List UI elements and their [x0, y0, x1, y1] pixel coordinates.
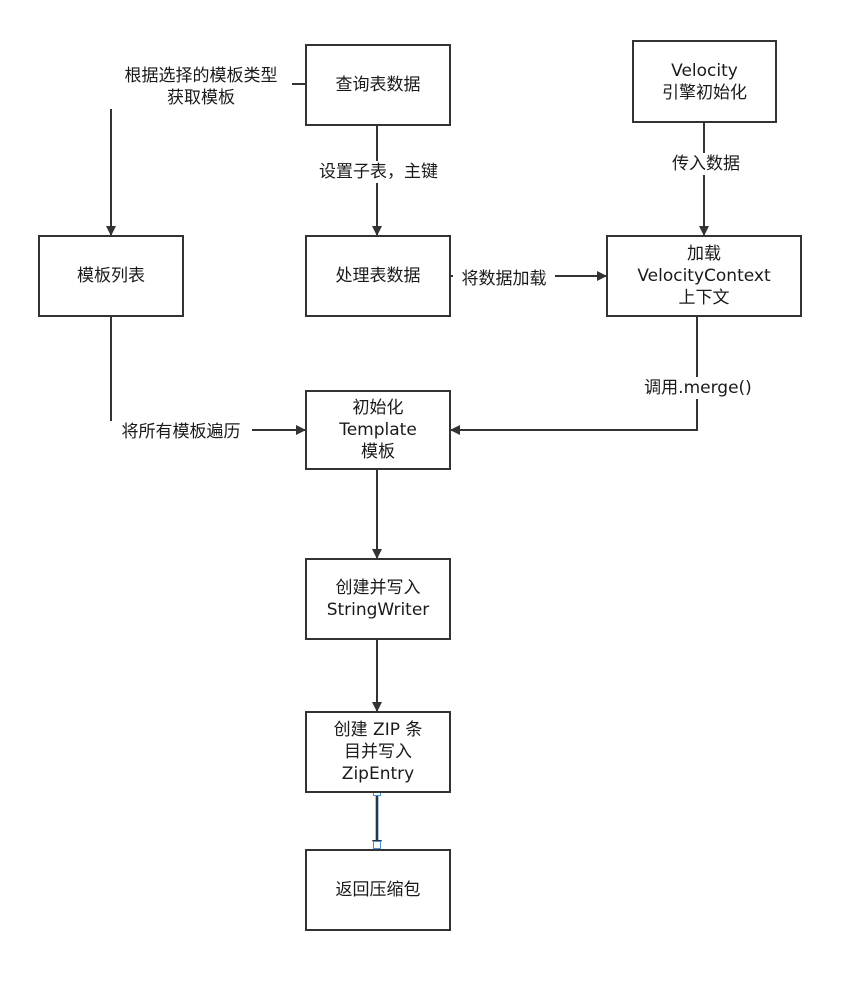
- edge-label-load-data: 将数据加载: [453, 268, 555, 290]
- node-process-table[interactable]: 处理表数据: [305, 235, 451, 317]
- edge-label-call-merge-text: 调用.merge(): [644, 378, 752, 398]
- edge-label-set-child-text: 设置子表，主键: [319, 162, 438, 182]
- edge-label-iterate-all-text: 将所有模板遍历: [121, 422, 241, 442]
- node-create-zip-label-2: 目并写入: [344, 742, 412, 762]
- edge-label-get-template-1: 根据选择的模板类型: [124, 66, 278, 86]
- node-template-list-label: 模板列表: [77, 266, 145, 286]
- node-load-context-label-2: VelocityContext: [637, 266, 771, 286]
- edge-label-get-template-2: 获取模板: [167, 88, 235, 108]
- node-velocity-init-label-2: 引擎初始化: [662, 82, 747, 103]
- node-return-zip-label: 返回压缩包: [335, 880, 421, 900]
- node-load-context-label-1: 加载: [687, 244, 721, 264]
- edge-label-get-template: 根据选择的模板类型 获取模板: [110, 65, 292, 109]
- edge-label-pass-data-text: 传入数据: [672, 154, 740, 174]
- node-init-template-label-2: Template: [339, 420, 417, 440]
- node-create-writer[interactable]: 创建并写入 StringWriter: [305, 558, 451, 640]
- node-create-writer-label-2: StringWriter: [326, 600, 430, 620]
- node-init-template[interactable]: 初始化 Template 模板: [305, 390, 451, 470]
- node-init-template-label-1: 初始化: [352, 398, 404, 418]
- edge-label-load-data-text: 将数据加载: [461, 269, 547, 289]
- node-load-context-label-3: 上下文: [678, 288, 730, 308]
- edge-call-merge[interactable]: [450, 317, 698, 435]
- edge-label-pass-data: 传入数据: [665, 153, 747, 175]
- node-create-zip-label-3: ZipEntry: [341, 764, 415, 784]
- node-create-zip-label-1: 创建 ZIP 条: [333, 720, 423, 740]
- node-init-template-label-3: 模板: [361, 442, 395, 462]
- node-velocity-init-label-1: Velocity: [671, 60, 738, 81]
- node-process-table-label: 处理表数据: [335, 266, 421, 286]
- edge-label-call-merge: 调用.merge(): [638, 377, 758, 399]
- node-create-writer-label-1: 创建并写入: [335, 578, 421, 598]
- node-load-context[interactable]: 加载 VelocityContext 上下文: [606, 235, 802, 317]
- edge-handle-end[interactable]: [373, 841, 381, 849]
- edge-label-set-child: 设置子表，主键: [310, 161, 447, 183]
- node-create-zip[interactable]: 创建 ZIP 条 目并写入 ZipEntry: [305, 711, 451, 793]
- node-query-table[interactable]: 查询表数据: [305, 44, 451, 126]
- node-template-list[interactable]: 模板列表: [38, 235, 184, 317]
- node-query-table-label: 查询表数据: [335, 75, 421, 95]
- edge-label-iterate-all: 将所有模板遍历: [110, 421, 252, 443]
- node-return-zip[interactable]: 返回压缩包: [305, 849, 451, 931]
- node-velocity-init[interactable]: Velocity 引擎初始化: [632, 40, 777, 123]
- edge-iterate-all[interactable]: [110, 317, 306, 435]
